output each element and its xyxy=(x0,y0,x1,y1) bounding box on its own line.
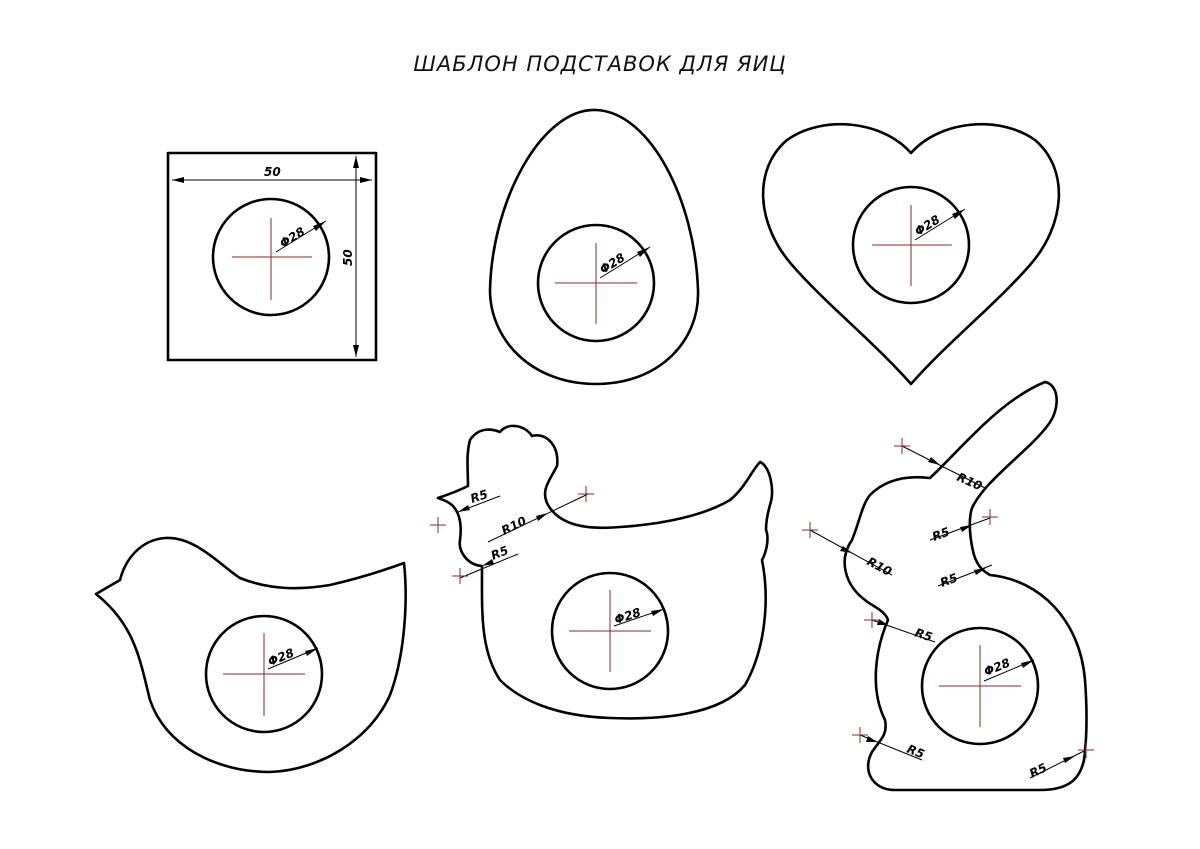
rabbit-r5-foot-label: R5 xyxy=(905,742,927,762)
hen-r10-label: R10 xyxy=(499,514,528,538)
bird-hole xyxy=(204,614,324,734)
rabbit-r5-chest-label: R5 xyxy=(938,571,959,590)
square-width-label: 50 xyxy=(264,165,281,179)
rabbit-coaster: Φ28 R10 R5 R10 R5 R5 R5 xyxy=(802,380,1094,792)
rabbit-hole xyxy=(920,626,1040,746)
square-outline xyxy=(166,151,378,362)
square-hole xyxy=(211,197,331,317)
rabbit-r5-front-label: R5 xyxy=(913,626,934,645)
bird-hole-label: Φ28 xyxy=(266,646,296,669)
heart-hole-label: Φ28 xyxy=(912,212,942,238)
egg-hole xyxy=(536,223,656,343)
drawing-title: ШАБЛОН ПОДСТАВОК ДЛЯ ЯИЦ xyxy=(413,52,787,76)
square-hole-label: Φ28 xyxy=(277,224,307,250)
bird-coaster: Φ28 xyxy=(94,536,407,774)
rabbit-outline xyxy=(843,380,1088,792)
hen-r5-top-label: R5 xyxy=(469,487,490,506)
hen-outline xyxy=(436,424,774,720)
heart-coaster: Φ28 xyxy=(761,123,1061,386)
hen-r5-bottom-label: R5 xyxy=(489,543,511,563)
rabbit-r5-tail-label: R5 xyxy=(1027,760,1049,780)
rabbit-r10-ear-label: R10 xyxy=(955,470,984,493)
hen-hole xyxy=(550,571,670,691)
egg-outline xyxy=(488,108,700,386)
square-coaster: 50 50 Φ28 xyxy=(166,151,378,362)
heart-outline xyxy=(761,123,1061,386)
rabbit-r10-chin-label: R10 xyxy=(865,554,894,579)
egg-hole-label: Φ28 xyxy=(597,250,627,276)
egg-coaster: Φ28 xyxy=(488,108,700,386)
hen-coaster: Φ28 R5 R10 R5 xyxy=(430,424,774,720)
hen-hole-label: Φ28 xyxy=(613,605,643,627)
rabbit-r5-neck-label: R5 xyxy=(930,525,951,544)
heart-hole xyxy=(851,185,971,305)
square-height-label: 50 xyxy=(341,249,355,266)
bird-outline xyxy=(94,536,407,774)
